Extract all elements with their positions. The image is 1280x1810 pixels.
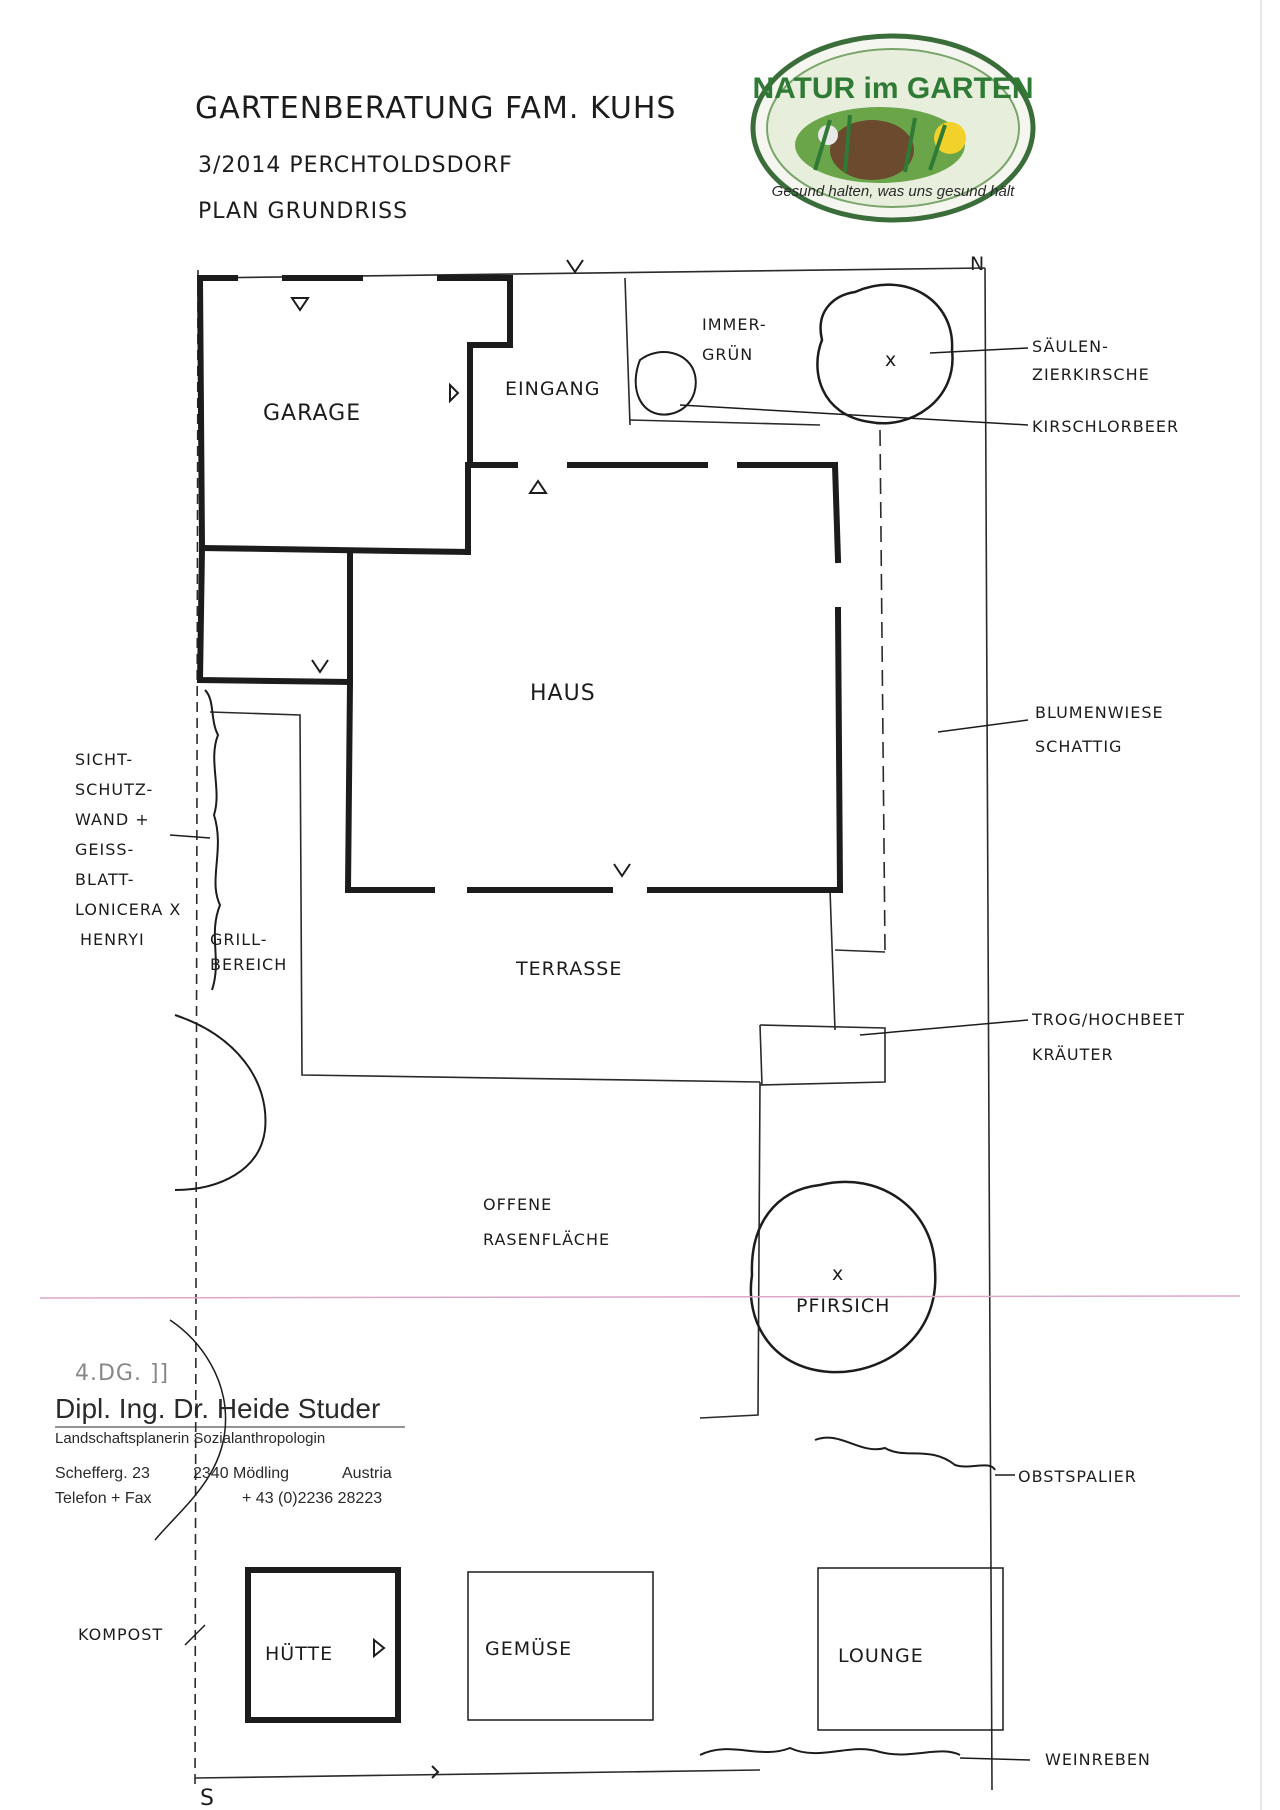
tree-icon: x <box>816 283 954 425</box>
stamp-scribble: 4.DG. ]] <box>75 1361 169 1386</box>
plan-subtitle: PLAN GRUNDRISS <box>198 199 408 224</box>
label-immergruen-2: GRÜN <box>702 345 753 364</box>
note-sicht-3: WAND + <box>75 810 150 829</box>
annotation-labels: SÄULEN- ZIERKIRSCHE KIRSCHLORBEER BLUMEN… <box>75 337 1185 1769</box>
fold-line <box>39 1295 1241 1299</box>
label-grill-2: BEREICH <box>210 955 287 974</box>
tree-icon: x <box>749 1180 937 1374</box>
window-marker-icon <box>290 259 631 1779</box>
lounge-box <box>817 1567 1004 1731</box>
note-blumenwiese: BLUMENWIESE <box>1035 703 1164 722</box>
garage-walls <box>196 274 513 686</box>
label-gemuese: GEMÜSE <box>485 1637 572 1660</box>
compass-south: S <box>200 1786 215 1810</box>
note-sicht-5: BLATT- <box>75 870 135 889</box>
note-saeulen: SÄULEN- <box>1032 337 1109 356</box>
note-weinreben: WEINREBEN <box>1045 1750 1151 1769</box>
label-eingang: EINGANG <box>505 378 600 400</box>
label-rasenflaeche: RASENFLÄCHE <box>483 1230 610 1249</box>
property-boundary <box>194 267 993 1791</box>
stamp-city: 2340 Mödling <box>193 1465 289 1482</box>
area-labels: GARAGE EINGANG HAUS TERRASSE OFFENE RASE… <box>210 315 924 1667</box>
label-haus: HAUS <box>530 681 596 706</box>
scan-edge <box>1260 0 1262 1810</box>
gemuese-box <box>467 1571 654 1721</box>
stamp-profession: Landschaftsplanerin Sozialanthropologin <box>55 1430 325 1447</box>
header: GARTENBERATUNG FAM. KUHS 3/2014 PERCHTOL… <box>195 91 676 224</box>
stamp-phone: + 43 (0)2236 28223 <box>242 1490 382 1507</box>
huette-box <box>245 1567 401 1723</box>
note-sicht-2: SCHUTZ- <box>75 780 153 799</box>
stamp-name: Dipl. Ing. Dr. Heide Studer <box>55 1393 380 1424</box>
compass-north: N <box>970 253 985 275</box>
label-terrasse: TERRASSE <box>515 958 622 980</box>
address-stamp: 4.DG. ]] Dipl. Ing. Dr. Heide Studer Lan… <box>55 1361 405 1507</box>
note-kompost: KOMPOST <box>78 1625 163 1644</box>
note-sicht-7: HENRYI <box>80 930 145 949</box>
note-zierkirsche: ZIERKIRSCHE <box>1032 365 1150 384</box>
bottom-areas <box>245 1567 1004 1731</box>
note-kraeuter: KRÄUTER <box>1032 1045 1114 1064</box>
label-offene: OFFENE <box>483 1195 552 1214</box>
note-sicht-1: SICHT- <box>75 750 133 769</box>
svg-text:x: x <box>832 1263 844 1285</box>
note-sicht-6: LONICERA X <box>75 900 181 919</box>
label-huette: HÜTTE <box>265 1642 333 1665</box>
label-lounge: LOUNGE <box>838 1645 924 1667</box>
annotations <box>169 347 1031 1761</box>
note-obstspalier: OBSTSPALIER <box>1018 1467 1137 1486</box>
stamp-street: Schefferg. 23 <box>55 1465 150 1482</box>
shrub-icon <box>154 351 996 1756</box>
house-walls <box>344 461 844 894</box>
note-trog: TROG/HOCHBEET <box>1031 1010 1185 1029</box>
label-grill-1: GRILL- <box>210 930 268 949</box>
label-garage: GARAGE <box>263 401 361 426</box>
stamp-phone-label: Telefon + Fax <box>55 1490 152 1507</box>
note-schattig: SCHATTIG <box>1035 737 1122 756</box>
logo-name: NATUR im GARTEN <box>752 72 1033 105</box>
plan-date-place: 3/2014 PERCHTOLDSDORF <box>198 153 513 178</box>
stamp-country: Austria <box>342 1465 392 1482</box>
note-sicht-4: GEISS- <box>75 840 134 859</box>
note-kirschlorbeer: KIRSCHLORBEER <box>1032 417 1179 436</box>
label-pfirsich: PFIRSICH <box>796 1295 890 1317</box>
logo-slogan: Gesund halten, was uns gesund hält <box>772 183 1015 200</box>
svg-text:x: x <box>885 349 897 371</box>
plan-title: GARTENBERATUNG FAM. KUHS <box>195 91 676 126</box>
logo-seal-icon: NATUR im GARTEN Gesund halten, was uns g… <box>750 33 1036 223</box>
label-immergruen-1: IMMER- <box>702 315 767 334</box>
